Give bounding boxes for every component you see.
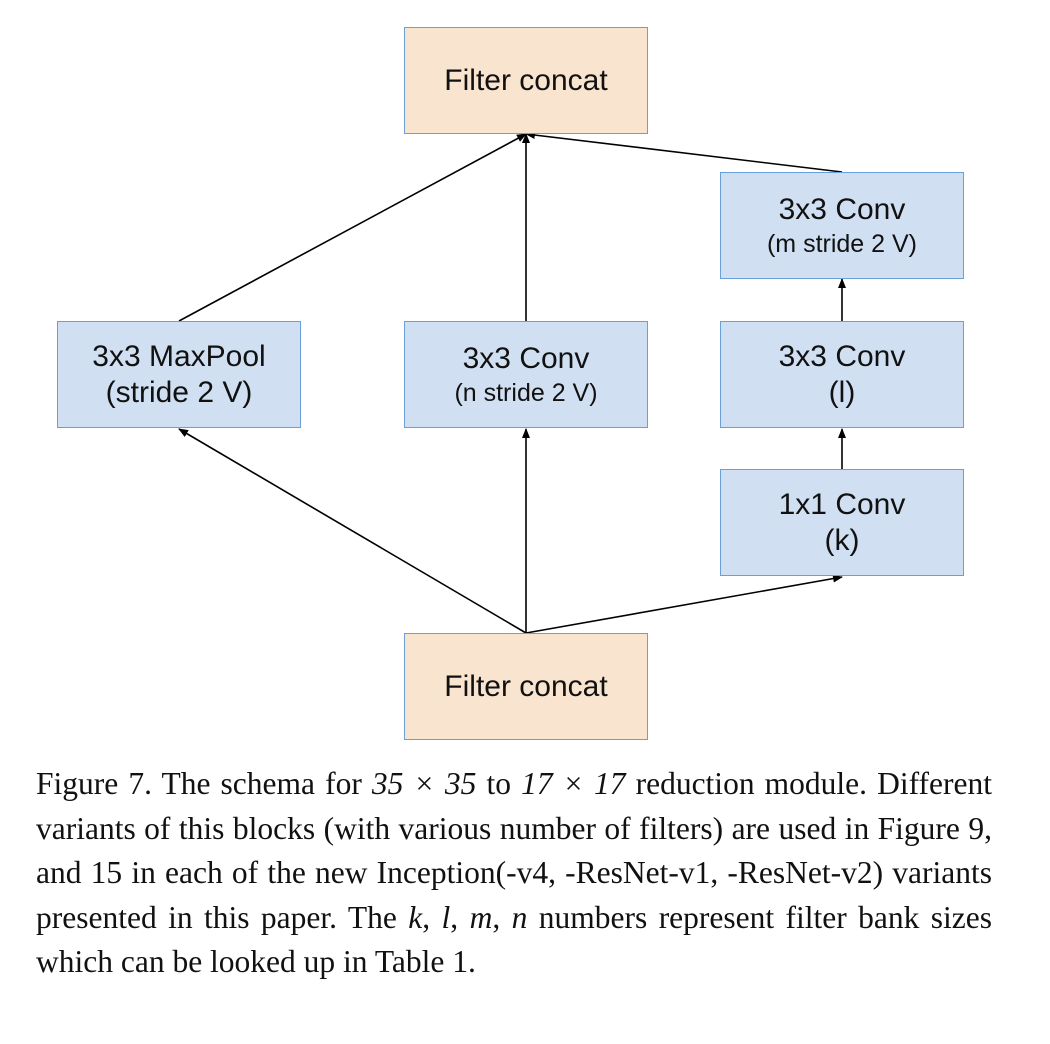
filter-concat-bottom-label: Filter concat <box>444 669 608 703</box>
conv-m-box: 3x3 Conv (m stride 2 V) <box>720 172 964 279</box>
caption-math: m <box>469 899 493 935</box>
maxpool-box: 3x3 MaxPool (stride 2 V) <box>57 321 301 428</box>
caption-text: Figure 7. The schema for <box>36 766 372 801</box>
conv-k-title: 1x1 Conv <box>778 487 906 521</box>
conv-n-box: 3x3 Conv (n stride 2 V) <box>404 321 648 428</box>
conv-k-params: (k) <box>824 523 860 557</box>
filter-concat-bottom-box: Filter concat <box>404 633 648 740</box>
edge-maxpool-to-filter_concat_top <box>178 133 527 322</box>
conv-l-box: 3x3 Conv (l) <box>720 321 964 428</box>
caption-text: to <box>476 766 522 801</box>
filter-concat-top-label: Filter concat <box>444 63 608 97</box>
edge-filter_concat_bottom-to-conv_k <box>525 574 843 634</box>
conv-l-params: (l) <box>828 375 856 409</box>
maxpool-params: (stride 2 V) <box>105 375 253 409</box>
figure-caption: Figure 7. The schema for 35 × 35 to 17 ×… <box>36 762 992 985</box>
conv-m-title: 3x3 Conv <box>778 192 906 226</box>
edge-layer <box>178 131 846 634</box>
conv-m-params: (m stride 2 V) <box>766 229 918 258</box>
edge-filter_concat_bottom-to-maxpool <box>178 428 527 634</box>
filter-concat-top-box: Filter concat <box>404 27 648 134</box>
conv-k-box: 1x1 Conv (k) <box>720 469 964 576</box>
conv-n-title: 3x3 Conv <box>462 341 590 375</box>
conv-l-title: 3x3 Conv <box>778 339 906 373</box>
edge-conv_m-to-filter_concat_top <box>525 131 843 173</box>
caption-text: reduction module. Different variants of … <box>36 766 992 935</box>
caption-text: , <box>422 899 442 935</box>
maxpool-title: 3x3 MaxPool <box>92 339 266 373</box>
reduction-module-diagram: Filter concat 3x3 MaxPool (stride 2 V) 3… <box>57 27 964 740</box>
conv-n-params: (n stride 2 V) <box>454 378 598 407</box>
caption-math: l <box>441 899 451 935</box>
caption-text: , <box>492 899 512 935</box>
caption-math: 35 × 35 <box>371 766 477 801</box>
caption-text: numbers represent filter bank sizes whic… <box>36 899 993 980</box>
caption-math: k <box>408 899 423 935</box>
caption-math: n <box>511 899 528 935</box>
caption-math: 17 × 17 <box>521 766 626 801</box>
caption-text: , <box>450 899 470 935</box>
